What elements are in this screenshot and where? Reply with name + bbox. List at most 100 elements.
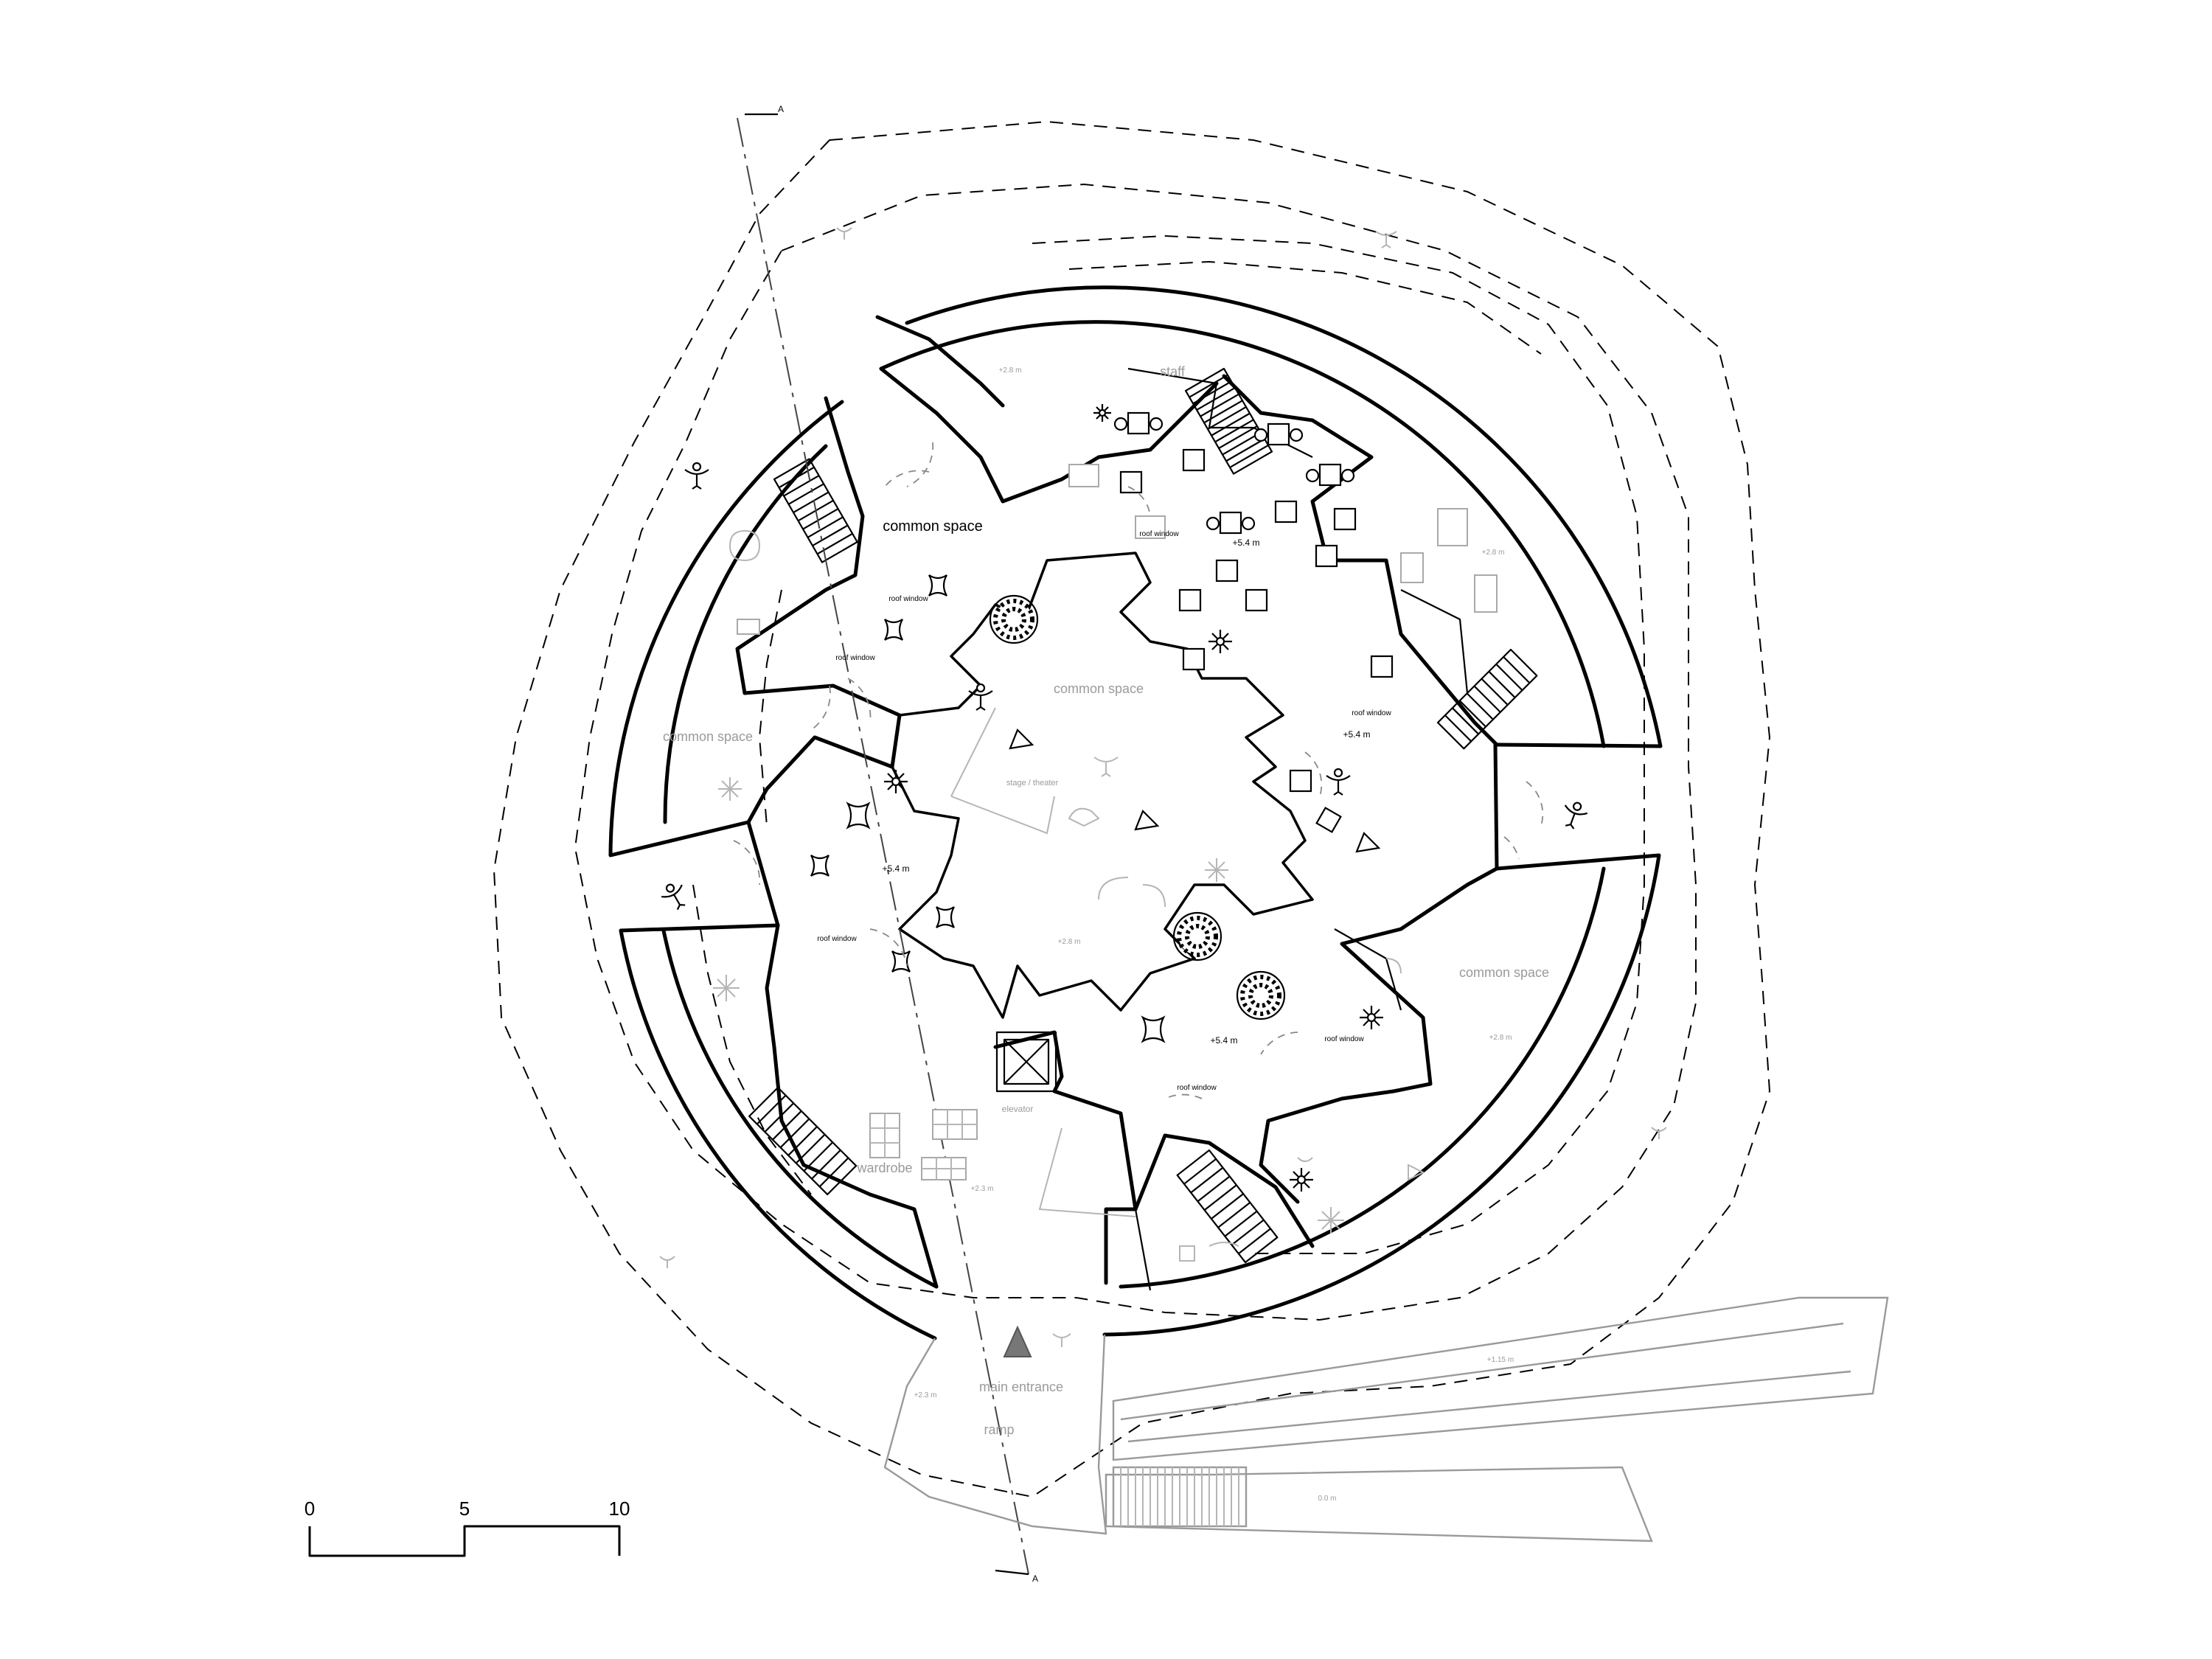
door-swing-icon [869,928,908,967]
label-level-28-c: +2.8 m [1058,938,1081,946]
person-icon [1052,1333,1071,1347]
cushion-icon [810,855,830,877]
label-roof-window-6: roof window [1324,1035,1364,1043]
entrance-arrow [1003,1325,1032,1357]
label-roof-window-7: roof window [1177,1084,1217,1092]
round-table-icon [1236,970,1286,1020]
outer-wall [608,285,1663,1340]
label-level-54-c: +5.4 m [882,863,909,874]
room-labels: common space common space common space c… [663,104,1549,1584]
door-swing-icon [810,685,831,731]
stair-top [1184,367,1273,475]
label-roof-window-4: roof window [1352,709,1391,717]
site-boundary [493,120,1771,1498]
label-main-entrance: main entrance [979,1380,1063,1394]
central-star [891,552,1314,1019]
plant-icon [713,975,740,1001]
label-elevator: elevator [1002,1104,1034,1114]
cushion-icon [846,801,871,830]
label-common-space-right: common space [1459,965,1549,980]
section-axis [737,113,1029,1576]
label-level-28-a: +2.8 m [999,366,1022,375]
person-icon [836,227,852,240]
label-level-54-d: +5.4 m [1210,1035,1237,1046]
stair-left-top [773,458,858,563]
stair-bottom-right [1176,1149,1279,1264]
label-common-space-center: common space [1054,681,1144,696]
grey-furniture [728,464,1498,1262]
label-wardrobe: wardrobe [856,1161,912,1175]
scale-tick-10: 10 [609,1498,630,1520]
person-icon [659,1256,675,1268]
cushion-icon [936,906,955,928]
label-level-115: +1.15 m [1487,1356,1514,1364]
stage-area [950,707,1055,835]
staff-furniture [1009,411,1394,853]
cushions [810,574,1166,1043]
round-table-icon [989,594,1039,644]
door-swing-icon [1304,751,1323,797]
label-level-28-d: +2.8 m [1489,1034,1512,1042]
decor-icons [659,227,1667,1347]
plant-icon [1208,630,1232,653]
section-marker-top: A [778,104,784,114]
plant-icon [1205,858,1228,882]
door-swing-icon [1164,1093,1203,1099]
label-staff: staff [1160,364,1186,379]
person-icon [1651,1127,1667,1139]
room-outlines [1127,367,1469,1291]
scale-bar: 0 5 10 [305,1498,630,1557]
person-icon [1326,768,1351,796]
label-level-23-a: +2.3 m [971,1185,994,1193]
person-icon [1564,801,1588,830]
person-icon [1093,757,1119,777]
label-roof-window-5: roof window [817,935,857,943]
door-swing-icon [884,470,930,487]
stair-bottom-left [748,1086,858,1196]
round-tables [989,594,1286,1020]
door-swing-icon [1127,486,1151,517]
label-roof-window-3: roof window [1139,530,1179,538]
plant-icon [1290,1168,1313,1192]
plant-icon [884,770,908,793]
label-stage: stage / theater [1006,779,1059,787]
cushion-icon [1141,1015,1166,1043]
label-level-23-b: +2.3 m [914,1391,937,1399]
inner-walls [735,315,1499,1289]
stairs [748,367,1538,1264]
label-ramp: ramp [984,1422,1014,1437]
plant-icon [718,777,742,801]
label-common-space-top: common space [883,518,983,535]
plant-icon [1360,1006,1383,1029]
round-table-icon [1172,911,1222,961]
stair-right [1436,648,1538,750]
plant-icon [1093,404,1111,422]
cushion-icon [928,574,947,597]
label-level-28-b: +2.8 m [1482,549,1505,557]
scale-tick-0: 0 [305,1498,315,1520]
ramp-stair [1112,1466,1248,1528]
scale-tick-5: 5 [459,1498,470,1520]
door-swing-icon [1260,1032,1298,1055]
door-swing-icon [1526,781,1544,827]
person-icon [661,883,686,911]
plant-icon [1318,1207,1344,1234]
entrance-ramp [883,1127,1889,1543]
label-level-54-b: +5.4 m [1343,729,1370,740]
label-level-54-a: +5.4 m [1232,538,1259,548]
person-icon [684,462,709,490]
person-icon [1375,231,1397,248]
label-roof-window-2: roof window [835,654,875,662]
cushion-icon [891,950,911,973]
door-swing-icon [847,678,872,723]
door-swing-icon [906,442,934,487]
label-level-00: 0.0 m [1318,1495,1336,1503]
cushion-icon [884,619,903,641]
section-marker-bottom: A [1032,1573,1038,1584]
door-swing-icon [1503,836,1520,860]
door-swing-icon [733,840,761,886]
label-roof-window-1: roof window [888,595,928,603]
door-swings [733,442,1544,1099]
elevator-shaft [995,1031,1057,1093]
